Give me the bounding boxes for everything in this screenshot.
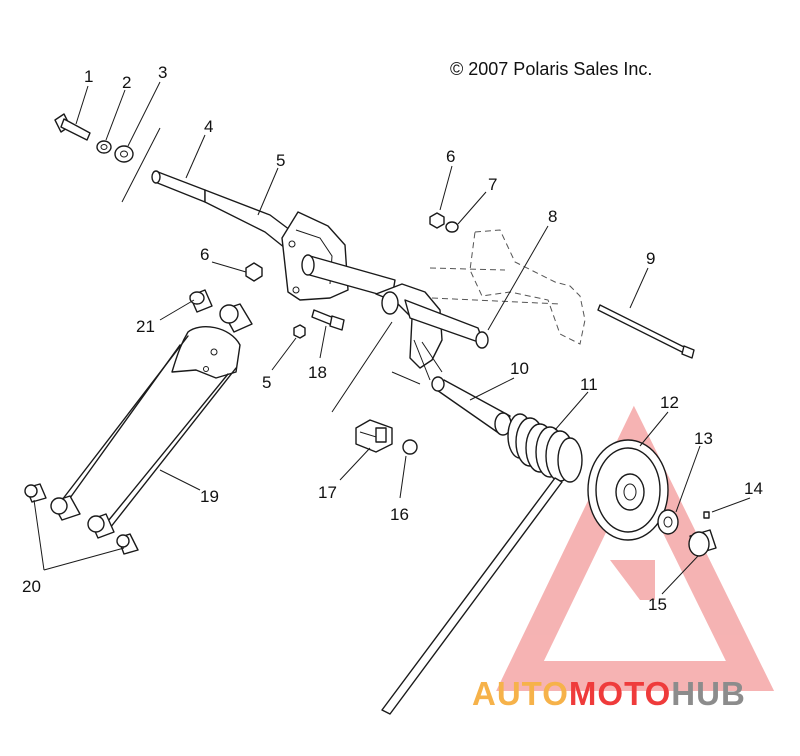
part-ghost-outline bbox=[429, 229, 586, 345]
callout-13: 13 bbox=[694, 429, 713, 448]
watermark-moto: MOTO bbox=[569, 675, 671, 712]
watermark-logo-triangle bbox=[496, 405, 775, 691]
callout-3: 3 bbox=[158, 63, 167, 82]
callout-6-lower: 6 bbox=[200, 245, 209, 264]
copyright-text: © 2007 Polaris Sales Inc. bbox=[450, 59, 652, 79]
part-bushing-20b bbox=[116, 533, 139, 555]
part-shaft-4 bbox=[151, 170, 301, 253]
part-washer-7 bbox=[445, 221, 459, 233]
part-washer-2 bbox=[96, 140, 112, 154]
part-bolt-9 bbox=[597, 304, 695, 359]
callout-15: 15 bbox=[648, 595, 667, 614]
part-bushing-arm-lower-a bbox=[50, 495, 81, 521]
callout-4: 4 bbox=[204, 117, 213, 136]
leader-lines bbox=[33, 81, 751, 595]
part-arm-19 bbox=[61, 326, 241, 529]
callout-8: 8 bbox=[548, 207, 557, 226]
callout-1: 1 bbox=[84, 67, 93, 86]
callout-14: 14 bbox=[744, 479, 763, 498]
callout-10: 10 bbox=[510, 359, 529, 378]
callout-18: 18 bbox=[308, 363, 327, 382]
callout-6-upper: 6 bbox=[446, 147, 455, 166]
callout-16: 16 bbox=[390, 505, 409, 524]
part-washer-13 bbox=[657, 509, 679, 535]
callout-11: 11 bbox=[580, 375, 598, 394]
part-bolt-18 bbox=[311, 309, 345, 331]
callout-19: 19 bbox=[200, 487, 219, 506]
part-block-17 bbox=[355, 419, 393, 453]
part-bracket-5 bbox=[281, 211, 349, 301]
part-washer-3 bbox=[114, 145, 134, 163]
watermark-auto: AUTO bbox=[472, 675, 569, 712]
part-pin-14 bbox=[703, 511, 710, 519]
part-bolt-1 bbox=[54, 113, 91, 141]
watermark-brand-text: AUTOMOTOHUB bbox=[472, 675, 746, 712]
callout-17: 17 bbox=[318, 483, 337, 502]
watermark-hub: HUB bbox=[671, 675, 746, 712]
callout-5-upper: 5 bbox=[276, 151, 285, 170]
callout-2: 2 bbox=[122, 73, 131, 92]
callout-20: 20 bbox=[22, 577, 41, 596]
callout-7: 7 bbox=[488, 175, 497, 194]
part-nut-6b bbox=[245, 262, 263, 282]
part-nut-5 bbox=[293, 324, 306, 339]
callout-21: 21 bbox=[136, 317, 155, 336]
part-bushing-arm-top bbox=[219, 303, 253, 333]
part-bushing-arm-lower-b bbox=[87, 513, 115, 539]
part-cross-tube bbox=[301, 254, 489, 381]
part-sleeve-10 bbox=[431, 376, 512, 436]
callout-5-lower: 5 bbox=[262, 373, 271, 392]
part-bushing-21 bbox=[189, 289, 213, 313]
callout-9: 9 bbox=[646, 249, 655, 268]
part-wheel-12 bbox=[587, 439, 669, 541]
part-nut-6a bbox=[429, 212, 445, 229]
part-spring-11 bbox=[381, 413, 583, 715]
callout-labels: 1 2 3 4 5 6 7 8 6 9 21 5 18 10 11 12 13 … bbox=[22, 63, 763, 614]
part-ring-16 bbox=[402, 439, 418, 455]
part-bushing-20a bbox=[24, 483, 47, 503]
part-collar-15 bbox=[688, 529, 717, 557]
callout-12: 12 bbox=[660, 393, 679, 412]
